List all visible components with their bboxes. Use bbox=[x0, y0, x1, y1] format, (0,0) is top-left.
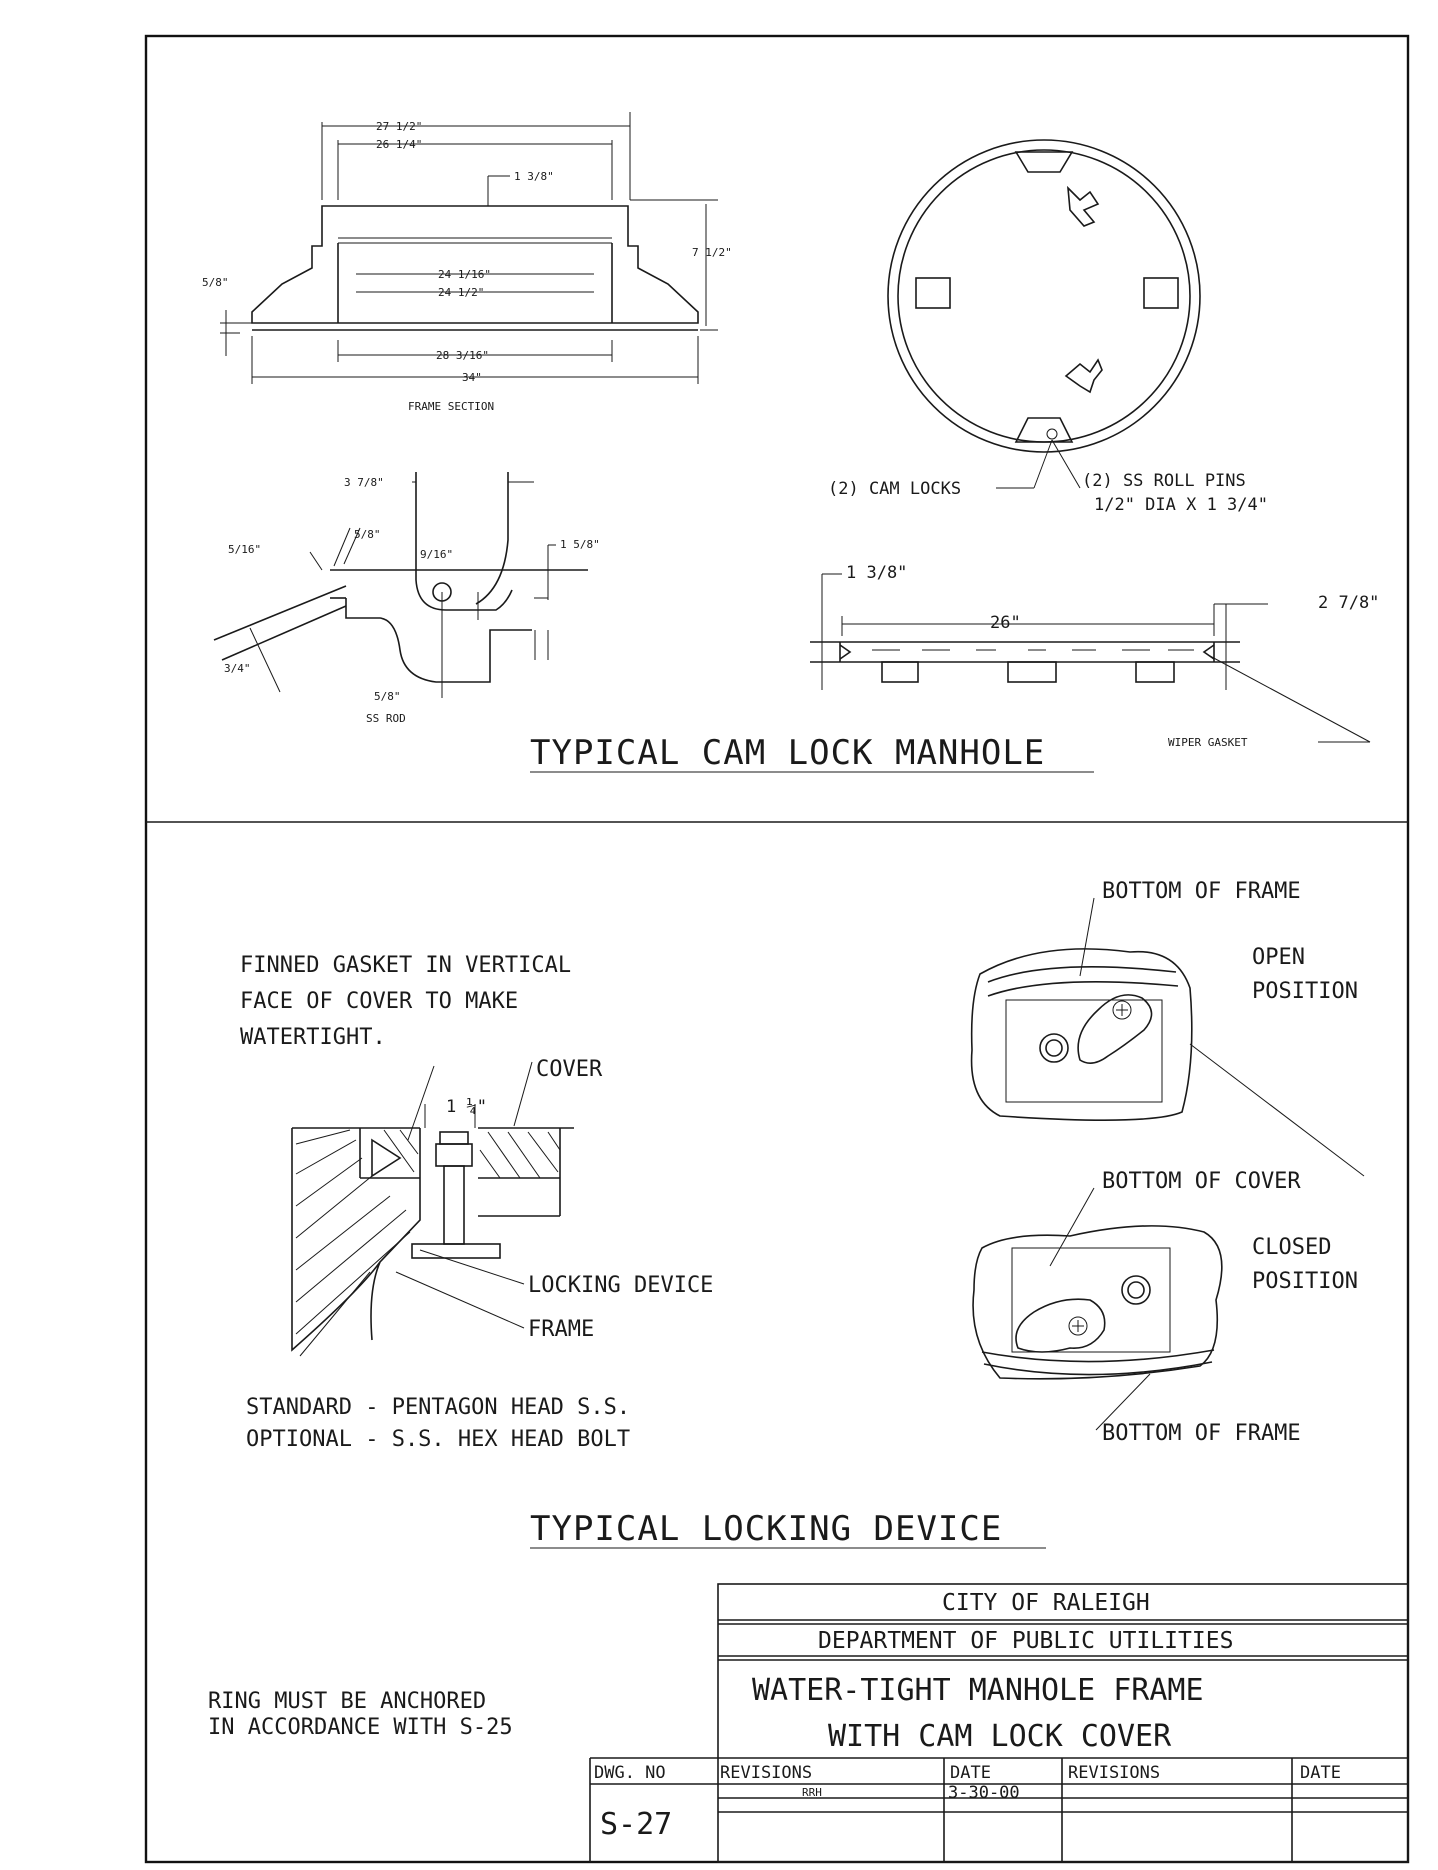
dim-7-1-2: 7 1/2" bbox=[692, 246, 732, 259]
dim-26-1-4: 26 1/4" bbox=[376, 138, 422, 151]
dwg-no-label: DWG. NO bbox=[594, 1763, 666, 1783]
frame-label: FRAME bbox=[528, 1317, 594, 1342]
ring-note-1: RING MUST BE ANCHORED bbox=[208, 1689, 486, 1714]
locking-device-label: LOCKING DEVICE bbox=[528, 1273, 713, 1298]
frame-section-caption: FRAME SECTION bbox=[408, 400, 494, 413]
dim-9-16: 9/16" bbox=[420, 548, 453, 561]
open-label-1: OPEN bbox=[1252, 945, 1305, 970]
revision-1-date: 3-30-00 bbox=[948, 1783, 1020, 1803]
dim-1-1-4: 1 ¼" bbox=[446, 1097, 487, 1117]
dim-24-1-2: 24 1/2" bbox=[438, 286, 484, 299]
date-label-1: DATE bbox=[950, 1763, 991, 1783]
bottom-section-title: TYPICAL LOCKING DEVICE bbox=[530, 1509, 1002, 1549]
revision-1: RRH bbox=[802, 1786, 822, 1799]
top-section-title: TYPICAL CAM LOCK MANHOLE bbox=[530, 733, 1045, 773]
closed-label-1: CLOSED bbox=[1252, 1235, 1331, 1260]
dim-34: 34" bbox=[462, 371, 482, 384]
dim-5-8: 5/8" bbox=[202, 276, 229, 289]
bottom-of-frame-label-top: BOTTOM OF FRAME bbox=[1102, 879, 1301, 904]
standard-note: STANDARD - PENTAGON HEAD S.S. bbox=[246, 1395, 630, 1420]
ring-note-2: IN ACCORDANCE WITH S-25 bbox=[208, 1715, 513, 1740]
finned-gasket-line-3: WATERTIGHT. bbox=[240, 1025, 386, 1050]
open-position-drawing bbox=[970, 897, 1365, 1177]
finned-gasket-line-2: FACE OF COVER TO MAKE bbox=[240, 989, 518, 1014]
revisions-label-2: REVISIONS bbox=[1068, 1763, 1160, 1783]
cover-dim-1-3-8: 1 3/8" bbox=[846, 563, 907, 583]
open-label-2: POSITION bbox=[1252, 979, 1358, 1004]
optional-note: OPTIONAL - S.S. HEX HEAD BOLT bbox=[246, 1427, 630, 1452]
roll-pins-label-2: 1/2" DIA X 1 3/4" bbox=[1094, 495, 1268, 515]
lock-detail-drawing bbox=[213, 472, 588, 698]
cam-locks-label: (2) CAM LOCKS bbox=[828, 479, 961, 499]
dwg-no-value: S-27 bbox=[600, 1807, 672, 1842]
date-label-2: DATE bbox=[1300, 1763, 1341, 1783]
bottom-of-frame-label-bottom: BOTTOM OF FRAME bbox=[1102, 1421, 1301, 1446]
dim-3-7-8: 3 7/8" bbox=[344, 476, 384, 489]
dim-5-16: 5/16" bbox=[228, 543, 261, 556]
cover-label: COVER bbox=[536, 1057, 603, 1082]
dim-27-1-2: 27 1/2" bbox=[376, 120, 422, 133]
dim-1-3-8: 1 3/8" bbox=[514, 170, 554, 183]
sheet-border bbox=[144, 34, 1410, 1864]
title-block bbox=[589, 1583, 1409, 1863]
dim-3-4: 3/4" bbox=[224, 662, 251, 675]
title-block-department: DEPARTMENT OF PUBLIC UTILITIES bbox=[818, 1628, 1233, 1654]
rod-label: SS ROD bbox=[366, 712, 406, 725]
dim-28-3-16: 28 3/16" bbox=[436, 349, 489, 362]
dim-24-1-16: 24 1/16" bbox=[438, 268, 491, 281]
revisions-label-1: REVISIONS bbox=[720, 1763, 812, 1783]
bottom-of-cover-label: BOTTOM OF COVER bbox=[1102, 1169, 1301, 1194]
title-block-city: CITY OF RALEIGH bbox=[942, 1590, 1150, 1616]
title-block-title-2: WITH CAM LOCK COVER bbox=[828, 1719, 1172, 1754]
cover-dim-26: 26" bbox=[990, 613, 1021, 633]
dim-1-5-8: 1 5/8" bbox=[560, 538, 600, 551]
cover-plan-drawing bbox=[887, 139, 1201, 489]
cover-dim-2-7-8: 2 7/8" bbox=[1318, 593, 1379, 613]
wiper-gasket-label: WIPER GASKET bbox=[1168, 736, 1248, 749]
title-block-title-1: WATER-TIGHT MANHOLE FRAME bbox=[752, 1673, 1204, 1708]
roll-pins-label-1: (2) SS ROLL PINS bbox=[1082, 471, 1246, 491]
frame-section-drawing bbox=[220, 112, 718, 384]
locking-device-section bbox=[291, 1061, 574, 1357]
dim-5-8-detail: 5/8" bbox=[354, 528, 381, 541]
finned-gasket-line-1: FINNED GASKET IN VERTICAL bbox=[240, 953, 571, 978]
rod-dim: 5/8" bbox=[374, 690, 401, 703]
closed-position-drawing bbox=[972, 1187, 1223, 1431]
closed-label-2: POSITION bbox=[1252, 1269, 1358, 1294]
cover-section-drawing bbox=[810, 573, 1371, 743]
